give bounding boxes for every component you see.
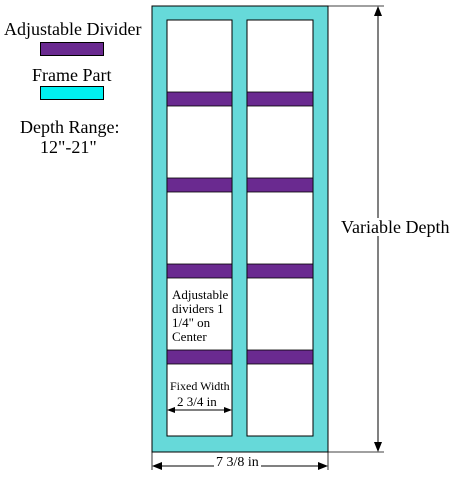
divider-right-2 [246, 177, 314, 193]
divider-left-2 [166, 177, 233, 193]
depth-arrow-bottom [374, 442, 382, 452]
width-arrow-right [318, 462, 328, 470]
legend-frame-label: Frame Part [32, 65, 112, 85]
overall-width-label: 7 3/8 in [214, 455, 261, 470]
divider-right-3 [246, 263, 314, 279]
divider-left-1 [166, 91, 233, 107]
divider-spacing-note: Adjustable dividers 1 1/4" on Center [172, 287, 229, 344]
variable-depth-label: Variable Depth [340, 217, 451, 237]
fixed-width-title: Fixed Width [170, 379, 230, 393]
divider-right-4 [246, 349, 314, 365]
frame-opening-left [166, 19, 233, 437]
divider-right-1 [246, 91, 314, 107]
depth-arrow-top [374, 6, 382, 16]
depth-range-value: 12"-21" [40, 137, 97, 157]
divider-left-4 [166, 349, 233, 365]
width-arrow-left [152, 462, 162, 470]
frame-opening-right [246, 19, 314, 437]
legend-divider-label: Adjustable Divider [4, 19, 142, 39]
fixed-width-arrow-right [224, 407, 232, 413]
divider-left-3 [166, 263, 233, 279]
legend-frame-swatch [40, 86, 104, 100]
depth-range-title: Depth Range: [20, 117, 120, 137]
fixed-width-value: 2 3/4 in [176, 394, 218, 409]
legend-divider-swatch [40, 42, 104, 56]
fixed-width-arrow-left [167, 407, 175, 413]
